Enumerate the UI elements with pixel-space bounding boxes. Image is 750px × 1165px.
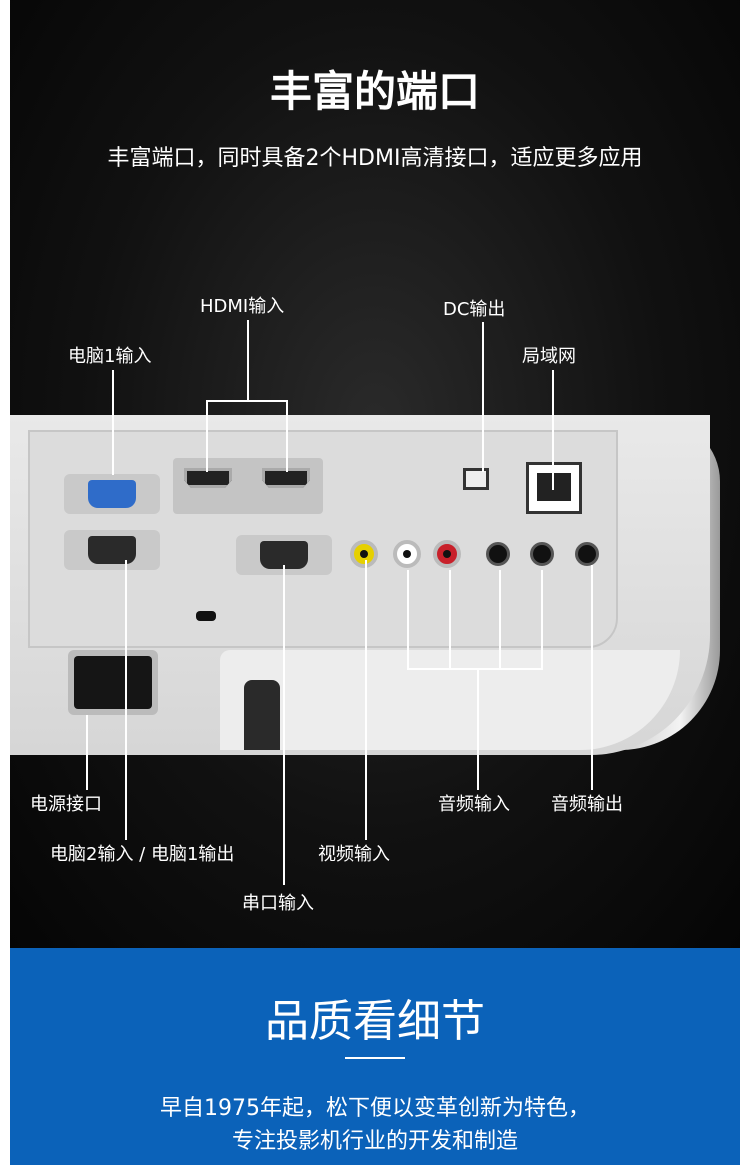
leader-line (286, 400, 288, 472)
leader-line (499, 570, 501, 670)
leader-line (407, 570, 409, 670)
label-pc1-in: 电脑1输入 (68, 346, 152, 367)
leader-line (591, 565, 593, 790)
foot-slot (244, 680, 280, 750)
video-rca-port (350, 540, 378, 568)
vga-port-pc2 (64, 530, 160, 570)
audio-jack-1 (486, 542, 510, 566)
label-lan: 局域网 (522, 346, 576, 367)
audio-rca-white (393, 540, 421, 568)
lan-port (526, 462, 582, 514)
leader-line (125, 560, 127, 840)
divider (345, 1057, 405, 1059)
label-audio-out: 音频输出 (551, 794, 623, 815)
quality-text-line1: 早自1975年起，松下便以变革创新为特色， (160, 1096, 590, 1121)
quality-section (10, 948, 740, 1165)
security-slot (196, 611, 216, 621)
usb-port (463, 468, 489, 490)
section-subtitle: 丰富端口，同时具备2个HDMI高清接口，适应更多应用 (107, 146, 643, 171)
leader-line (206, 400, 288, 402)
quality-title: 品质看细节 (265, 996, 485, 1047)
label-hdmi-in: HDMI输入 (200, 296, 285, 317)
leader-line (112, 370, 114, 475)
leader-line (482, 322, 484, 472)
leader-line (449, 570, 451, 670)
leader-line (365, 560, 367, 840)
leader-line (283, 565, 285, 885)
label-power: 电源接口 (30, 794, 102, 815)
audio-out-jack (575, 542, 599, 566)
leader-line (86, 715, 88, 790)
vga-port-pc1-in (64, 474, 160, 514)
audio-rca-red (433, 540, 461, 568)
leader-line (541, 570, 543, 670)
leader-line (407, 668, 543, 670)
leader-line (477, 668, 479, 790)
label-video-in: 视频输入 (318, 844, 390, 865)
audio-jack-2 (530, 542, 554, 566)
hdmi-port-1 (184, 468, 232, 488)
label-audio-in: 音频输入 (438, 794, 510, 815)
leader-line (552, 370, 554, 490)
power-socket (68, 650, 158, 715)
label-pc2-in-pc1-out: 电脑2输入 / 电脑1输出 (50, 844, 235, 865)
leader-line (247, 320, 249, 402)
quality-text-line2: 专注投影机行业的开发和制造 (231, 1129, 518, 1154)
label-dc-out: DC输出 (443, 299, 506, 320)
section-title: 丰富的端口 (269, 67, 480, 116)
label-serial-in: 串口输入 (242, 893, 314, 914)
leader-line (206, 400, 208, 472)
